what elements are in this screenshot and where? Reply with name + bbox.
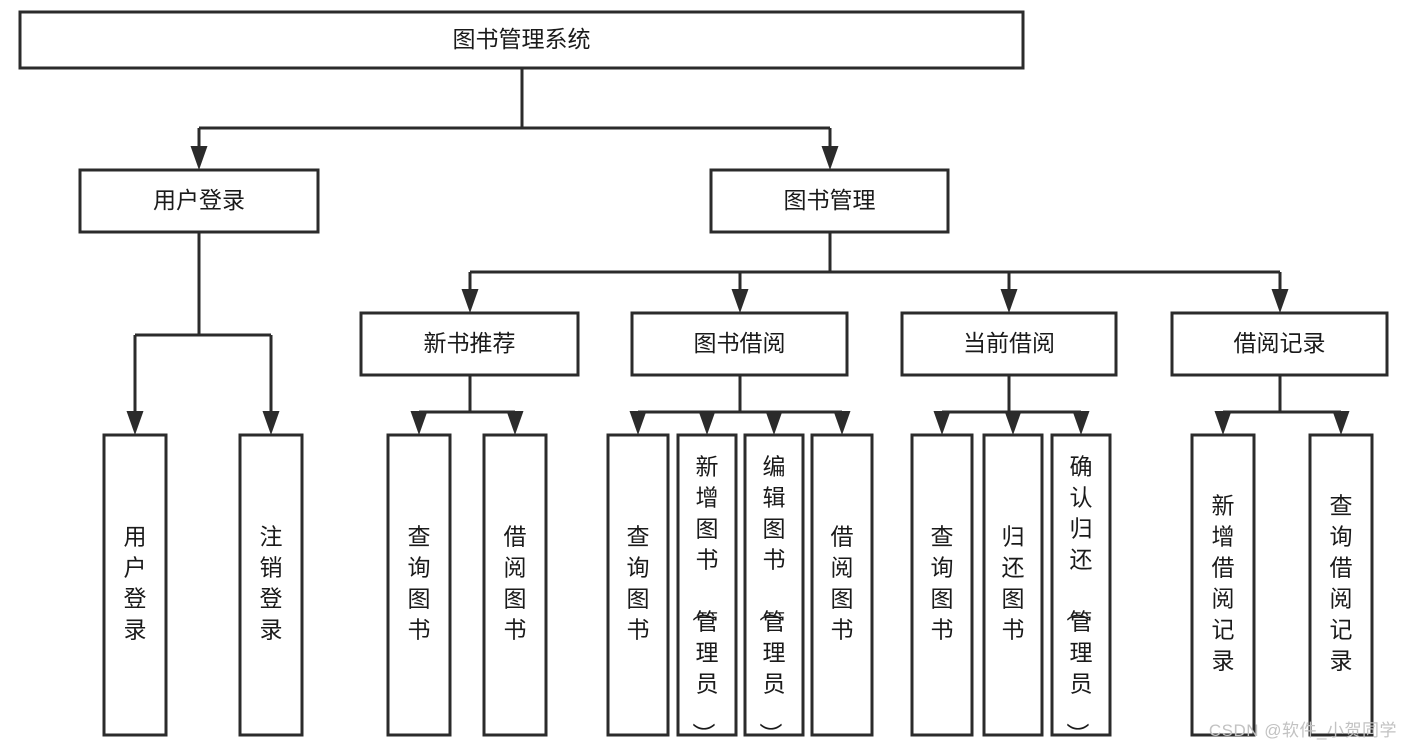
- arrow-head-new_book_rec: [461, 289, 479, 313]
- node-leaf-logout[interactable]: 注销登录: [238, 433, 304, 737]
- node-label-root: 图书管理系统: [453, 26, 591, 52]
- node-label-leaf-query-book-2: 查询图书: [627, 524, 650, 643]
- node-box-leaf-return-book: [982, 433, 1044, 737]
- node-current-borrow[interactable]: 当前借阅: [900, 311, 1118, 377]
- arrow-head-leaf_return_book: [1004, 411, 1022, 435]
- arrow-head-user_login: [190, 146, 208, 170]
- node-box-new-book-rec: [359, 311, 580, 377]
- node-box-leaf-query-book-2: [606, 433, 670, 737]
- node-box-leaf-logout: [238, 433, 304, 737]
- arrow-head-leaf_query_book_3: [933, 411, 951, 435]
- node-root[interactable]: 图书管理系统: [18, 10, 1025, 70]
- node-leaf-borrow-book-1[interactable]: 借阅图书: [482, 433, 548, 737]
- arrow-head-book_borrow: [731, 289, 749, 313]
- node-label-book-borrow: 图书借阅: [694, 330, 786, 356]
- node-box-leaf-borrow-book-1: [482, 433, 548, 737]
- edge-layer: [126, 68, 1350, 435]
- arrow-head-leaf_query_record: [1332, 411, 1350, 435]
- node-label-leaf-borrow-book-1: 借阅图书: [504, 524, 527, 643]
- node-box-current-borrow: [900, 311, 1118, 377]
- arrow-head-leaf_add_book: [698, 411, 716, 435]
- node-label-borrow-record: 借阅记录: [1234, 330, 1326, 356]
- node-box-book-borrow: [630, 311, 849, 377]
- arrow-head-leaf_borrow_book_1: [506, 411, 524, 435]
- node-book-borrow[interactable]: 图书借阅: [630, 311, 849, 377]
- node-label-leaf-user-login: 用户登录: [124, 524, 147, 643]
- node-box-leaf-confirm-return: [1050, 433, 1112, 737]
- node-leaf-query-record[interactable]: 查询借阅记录: [1308, 433, 1374, 737]
- node-book-manage[interactable]: 图书管理: [709, 168, 950, 234]
- arrow-head-borrow_record: [1271, 289, 1289, 313]
- node-box-book-manage: [709, 168, 950, 234]
- node-label-leaf-logout: 注销登录: [260, 524, 283, 643]
- watermark-text: CSDN @软件_小贺同学: [1208, 721, 1397, 740]
- arrow-head-book_manage: [821, 146, 839, 170]
- node-box-leaf-query-record: [1308, 433, 1374, 737]
- node-leaf-query-book-3[interactable]: 查询图书: [910, 433, 974, 737]
- node-label-new-book-rec: 新书推荐: [424, 330, 516, 356]
- arrow-head-leaf_add_record: [1214, 411, 1232, 435]
- node-label-leaf-query-book-3: 查询图书: [931, 524, 954, 643]
- arrow-head-leaf_user_login: [126, 411, 144, 435]
- node-user-login[interactable]: 用户登录: [78, 168, 320, 234]
- node-box-leaf-user-login: [102, 433, 168, 737]
- node-label-book-manage: 图书管理: [784, 187, 876, 213]
- node-box-leaf-edit-book: [743, 433, 805, 737]
- node-box-borrow-record: [1170, 311, 1389, 377]
- node-label-leaf-confirm-return: 确认归还（管理员）: [1065, 454, 1093, 746]
- node-label-current-borrow: 当前借阅: [963, 330, 1055, 356]
- arrow-head-leaf_query_book_1: [410, 411, 428, 435]
- node-box-leaf-add-book: [676, 433, 738, 737]
- arrow-head-leaf_query_book_2: [629, 411, 647, 435]
- node-box-user-login: [78, 168, 320, 234]
- node-leaf-return-book[interactable]: 归还图书: [982, 433, 1044, 737]
- node-label-leaf-borrow-book-2: 借阅图书: [831, 524, 854, 643]
- node-leaf-add-book[interactable]: 新增图书（管理员）: [676, 433, 738, 746]
- node-borrow-record[interactable]: 借阅记录: [1170, 311, 1389, 377]
- node-label-leaf-add-record: 新增借阅记录: [1212, 493, 1235, 674]
- node-label-leaf-query-record: 查询借阅记录: [1330, 493, 1353, 674]
- node-leaf-add-record[interactable]: 新增借阅记录: [1190, 433, 1256, 737]
- node-label-leaf-add-book: 新增图书（管理员）: [691, 454, 719, 746]
- arrow-head-leaf_confirm_return: [1072, 411, 1090, 435]
- node-leaf-query-book-1[interactable]: 查询图书: [386, 433, 452, 737]
- node-box-leaf-query-book-3: [910, 433, 974, 737]
- node-label-user-login: 用户登录: [153, 187, 245, 213]
- node-leaf-confirm-return[interactable]: 确认归还（管理员）: [1050, 433, 1112, 746]
- node-box-leaf-add-record: [1190, 433, 1256, 737]
- node-box-root: [18, 10, 1025, 70]
- arrow-head-leaf_edit_book: [765, 411, 783, 435]
- node-leaf-query-book-2[interactable]: 查询图书: [606, 433, 670, 737]
- arrow-head-leaf_borrow_book_2: [833, 411, 851, 435]
- node-label-leaf-edit-book: 编辑图书（管理员）: [758, 454, 786, 746]
- node-new-book-rec[interactable]: 新书推荐: [359, 311, 580, 377]
- node-box-leaf-borrow-book-2: [810, 433, 874, 737]
- node-leaf-borrow-book-2[interactable]: 借阅图书: [810, 433, 874, 737]
- node-leaf-user-login[interactable]: 用户登录: [102, 433, 168, 737]
- node-layer: 图书管理系统用户登录图书管理新书推荐图书借阅当前借阅借阅记录用户登录注销登录查询…: [18, 10, 1389, 746]
- arrow-head-current_borrow: [1000, 289, 1018, 313]
- node-leaf-edit-book[interactable]: 编辑图书（管理员）: [743, 433, 805, 746]
- node-label-leaf-query-book-1: 查询图书: [408, 524, 431, 643]
- arrow-head-leaf_logout: [262, 411, 280, 435]
- node-box-leaf-query-book-1: [386, 433, 452, 737]
- node-label-leaf-return-book: 归还图书: [1002, 524, 1025, 643]
